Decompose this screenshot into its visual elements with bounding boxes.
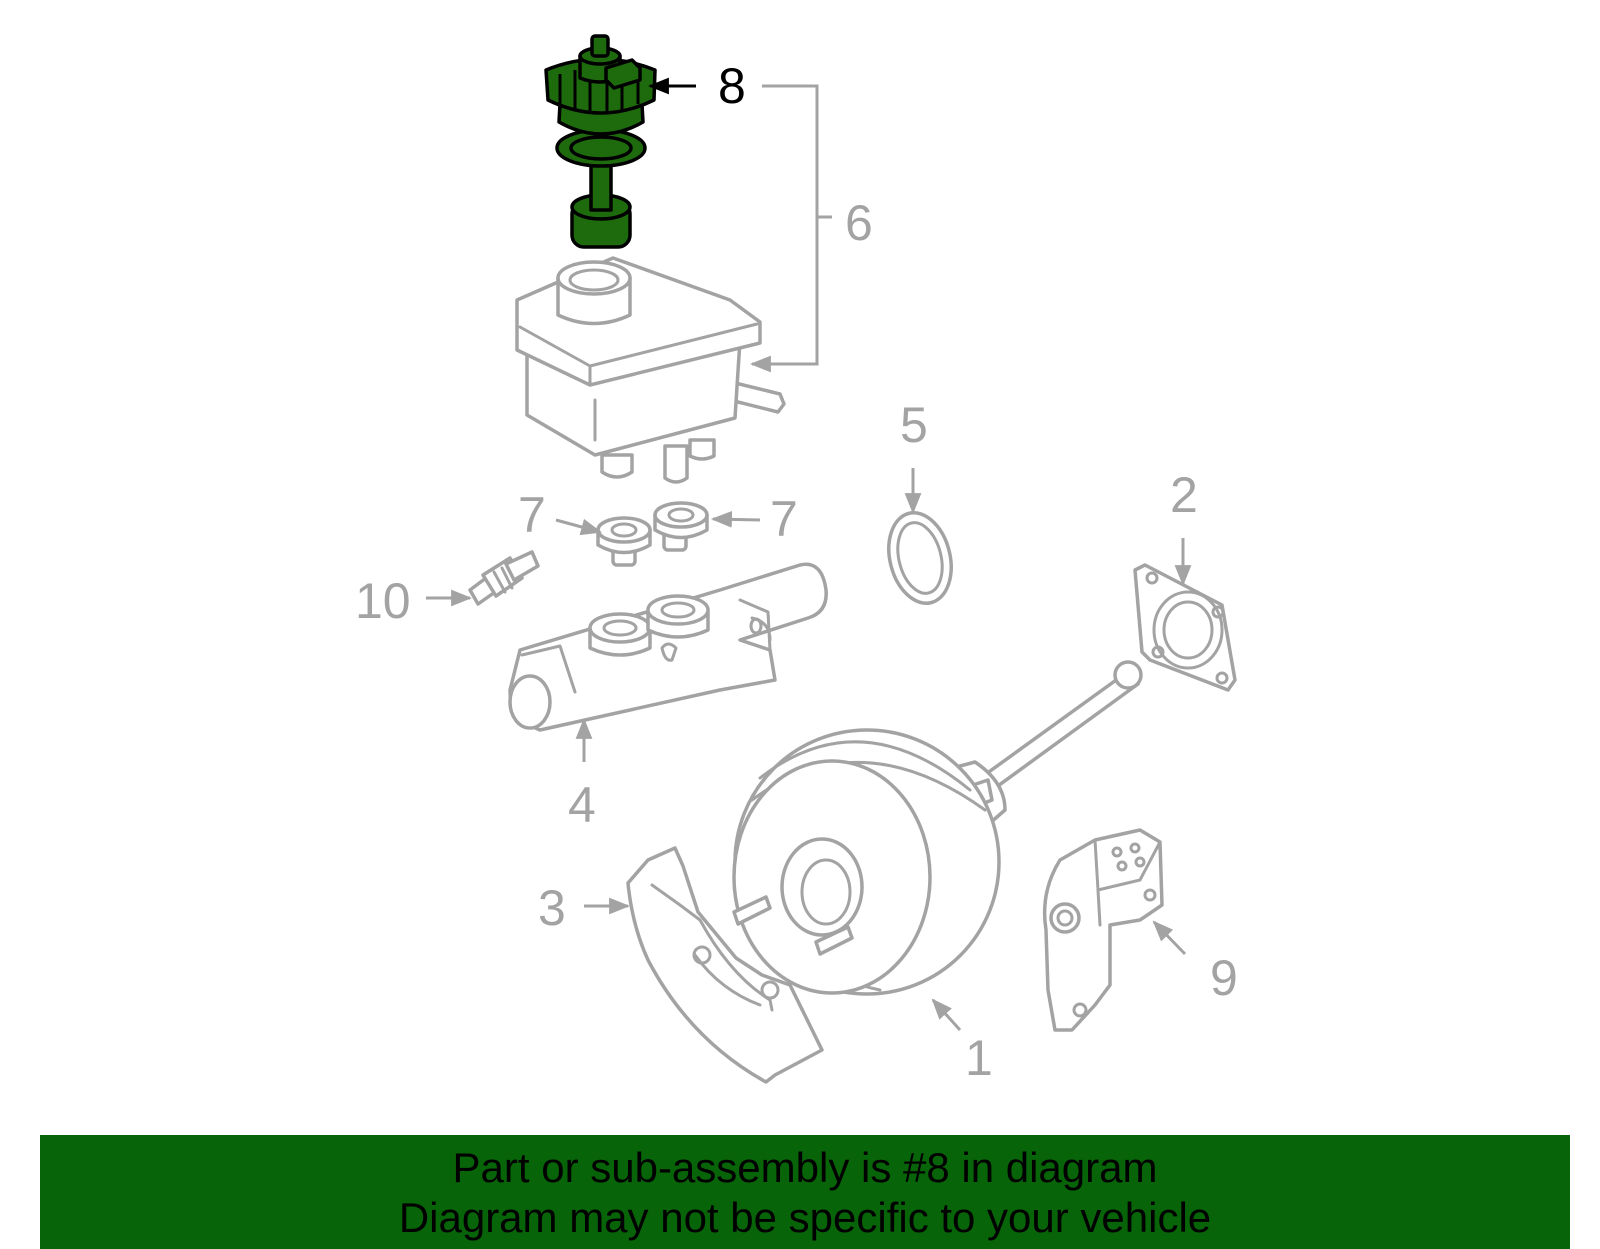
callout-5: 5 xyxy=(900,397,928,453)
callout-9: 9 xyxy=(1210,950,1238,1006)
callout-7-right: 7 xyxy=(770,491,798,547)
notice-disclaimer-line: Diagram may not be specific to your vehi… xyxy=(398,1194,1212,1241)
callout-2: 2 xyxy=(1170,467,1198,523)
callout-7-left: 7 xyxy=(518,487,546,543)
part-2-gasket[interactable] xyxy=(1133,563,1237,692)
diagram-notice-banner: Part or sub-assembly is #8 in diagram Di… xyxy=(40,1135,1570,1249)
callout-8: 8 xyxy=(718,58,746,114)
part-8-reservoir-cap[interactable] xyxy=(544,34,657,249)
callout-4: 4 xyxy=(568,777,596,833)
parts-diagram: 8 6 5 2 7 7 10 4 3 9 1 xyxy=(355,34,1238,1086)
part-9-mounting-bracket[interactable] xyxy=(1042,828,1164,1032)
part-6-fluid-reservoir[interactable] xyxy=(515,256,786,484)
callout-10: 10 xyxy=(355,573,411,629)
part-3-heat-shield[interactable] xyxy=(626,846,824,1084)
notice-part-line: Part or sub-assembly is #8 in diagram xyxy=(452,1144,1158,1191)
callout-1: 1 xyxy=(965,1030,993,1086)
part-5-seal-ring[interactable] xyxy=(880,506,960,610)
callout-labels: 8 6 5 2 7 7 10 4 3 9 1 xyxy=(355,58,1238,1086)
part-7-grommet-right[interactable] xyxy=(653,501,709,552)
part-10-sensor-switch[interactable] xyxy=(468,550,540,606)
part-1-brake-booster[interactable] xyxy=(732,660,1143,996)
callout-3: 3 xyxy=(538,880,566,936)
part-4-master-cylinder[interactable] xyxy=(508,562,828,732)
leader-lines xyxy=(426,77,1192,1032)
part-7-grommet-left[interactable] xyxy=(596,516,652,567)
callout-6: 6 xyxy=(845,195,873,251)
